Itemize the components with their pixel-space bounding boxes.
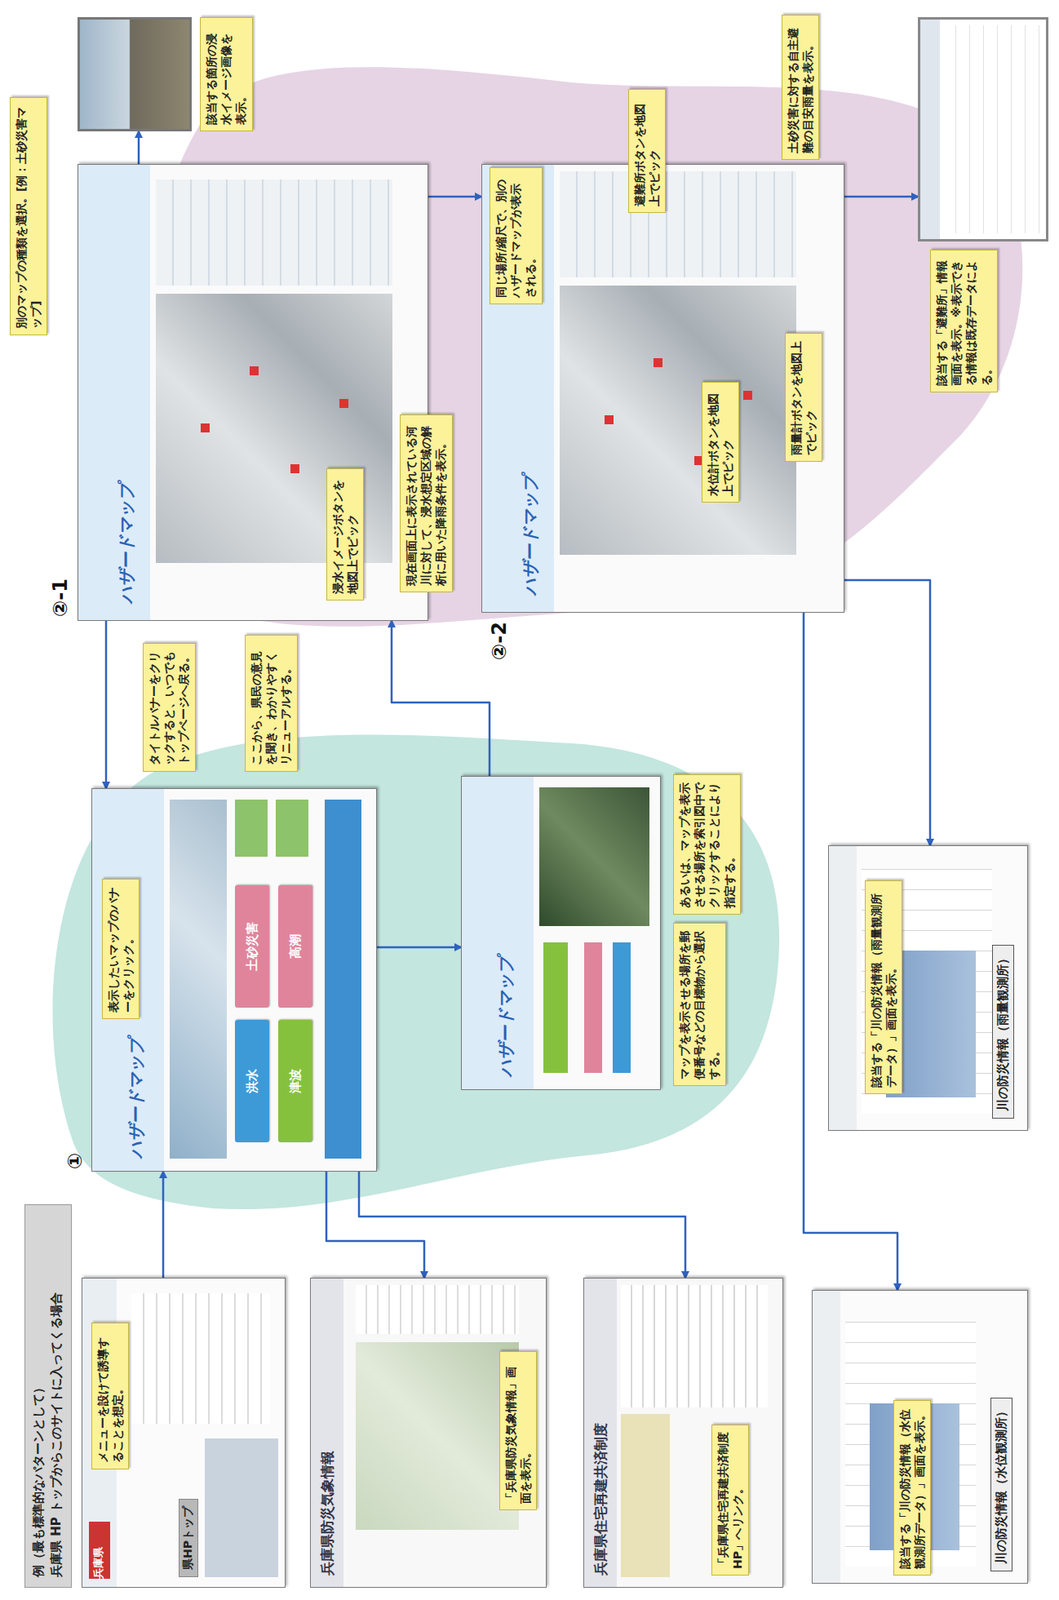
callout-box: 浸水イメージボタンを地図上でピック [326, 468, 364, 601]
callout-box: 「兵庫県住宅再建共済制度HP」へリンク。 [711, 1424, 749, 1576]
connector-arrow [137, 131, 141, 164]
screen-map: ハザードマップ [77, 163, 429, 621]
teal-blob [52, 735, 780, 1210]
node-text: ハザードマップ [115, 483, 138, 604]
node-text: 該当する「川の防災情報（雨量観測所データ）」画面を表示。 [868, 886, 899, 1088]
node-text: 川の防災情報（雨量観測所） [992, 944, 1015, 1119]
node-text: ハザードマップ [124, 1038, 148, 1159]
connector-arrow [391, 620, 490, 776]
node-text: 水位計ボタンを地図上でピック [705, 388, 736, 497]
map-banner: 津波 [278, 1019, 313, 1143]
node-text: ここから、県民の意見を聞き、わかりやすくリニューアルする。 [248, 641, 294, 766]
callout-box: 表示したいマップのバナーをクリック。 [101, 878, 140, 1020]
node-text: 土砂災害 [244, 921, 261, 971]
connector-arrow [428, 195, 482, 199]
node-text: 洪水 [244, 1068, 261, 1094]
node-text: 土砂災害に対する自主避難の目安雨量を表示。 [785, 21, 816, 154]
node-text: 該当する箇所の浸水イメージ画像を表示。 [199, 17, 253, 132]
callout-box: 土砂災害に対する自主避難の目安雨量を表示。 [781, 14, 820, 160]
node-text: 該当する「川の防災情報（水位観測所データ）」画面を表示。 [897, 1406, 927, 1569]
node-text: 川の防災情報（水位観測所） [990, 1397, 1013, 1572]
node-text: 兵庫県 HP トップからこのサイトに入ってくる場合 [48, 1214, 67, 1578]
node-text: 「兵庫県住宅再建共済制度HP」へリンク。 [715, 1431, 745, 1569]
connector-arrow [162, 1171, 165, 1278]
callout-box: 避難所ボタンを地図上でピック [628, 88, 666, 213]
callout-box: 別のマップの種類を選択。[例：土砂災害マップ] [9, 97, 48, 336]
connector-arrow [358, 1171, 686, 1278]
map-banner: 土砂災害 [234, 885, 270, 1008]
node-text: 例（最も標準的なパターンとして） [30, 1214, 49, 1578]
callout-box: 該当する「川の防災情報（雨量観測所データ）」画面を表示。 [864, 880, 903, 1095]
node-text: ハザードマップ [518, 475, 542, 596]
callout-box: メニューを設けて誘導することを想定。 [91, 1322, 129, 1470]
callout-box: マップを表示させる場所を郵便番号などの目標物から選択する。 [673, 922, 727, 1086]
node-text: 同じ場所/縮尺で、別のハザードマップが表示される。 [493, 173, 539, 298]
node-text: メニューを設けて誘導することを想定。 [95, 1329, 125, 1463]
screenshot: 兵庫県住宅再建共済制度 [583, 1277, 784, 1588]
callout-box: 現在画面上に表示されている河川に対して、浸水想定区域の解析に用いた降雨条件を表示… [399, 414, 453, 593]
callout-box: 同じ場所/縮尺で、別のハザードマップが表示される。 [489, 167, 543, 305]
node-text: 雨量計ボタンを地図上でピック [788, 339, 819, 456]
node-text: ハザードマップ [494, 957, 518, 1077]
callout-box: 雨量計ボタンを地図上でピック [784, 332, 823, 462]
node-text: タイトルバナーをクリックすると、いつでもトップページへ戻る。 [146, 649, 192, 766]
node-text: 該当する「避難所」情報画面を表示。※表示できる情報は既存データによる。 [930, 249, 998, 393]
node-text: 津波 [288, 1068, 304, 1094]
callout-number: ① [63, 1152, 87, 1170]
callout-box: 該当する「川の防災情報（水位観測所データ）」画面を表示。 [893, 1400, 931, 1576]
node-text: マップを表示させる場所を郵便番号などの目標物から選択する。 [677, 929, 723, 1080]
node-text: 避難所ボタンを地図上でピック [632, 95, 662, 207]
connector-arrow [376, 946, 461, 949]
connector-arrow [105, 620, 108, 789]
callout-box: あるいは、マップを表示させる場所を索引図中でクリックすることにより指定する。 [673, 774, 741, 915]
node-text: 「兵庫県防災気象情報」画面を表示。 [503, 1357, 533, 1504]
node-text: 現在画面上に表示されている河川に対して、浸水想定区域の解析に用いた降雨条件を表示… [403, 420, 449, 586]
node-text: あるいは、マップを表示させる場所を索引図中でクリックすることにより指定する。 [677, 780, 737, 909]
node-text: 別のマップの種類を選択。[例：土砂災害マップ] [13, 103, 44, 329]
callout-number: ②-1 [48, 578, 72, 617]
connector-arrow [844, 195, 918, 199]
node-text: 兵庫県住宅再建共済制度 [591, 1422, 611, 1576]
screenshot: 該当する「避難所」情報画面を表示。※表示できる情報は既存データによる。 [917, 17, 1049, 393]
connector-arrow [844, 580, 931, 846]
image-thumbnail: 該当する箇所の浸水イメージ画像を表示。 [77, 17, 253, 132]
callout-box: 「兵庫県防災気象情報」画面を表示。 [499, 1351, 537, 1511]
callout-box: タイトルバナーをクリックすると、いつでもトップページへ戻る。 [142, 642, 196, 772]
screenshot: 川の防災情報（雨量観測所） [828, 845, 1028, 1131]
node-text: 浸水イメージボタンを地図上でピック [330, 474, 360, 594]
connector-arrow [326, 1171, 425, 1278]
node-text: 高潮 [288, 934, 304, 959]
screen-select: ハザードマップ [460, 775, 661, 1091]
map-banner: 高潮 [278, 885, 313, 1008]
callout-number: ②-2 [487, 621, 511, 661]
map-banner: 洪水 [234, 1019, 270, 1143]
node-text: 兵庫県防災気象情報 [318, 1450, 337, 1576]
node-text: 表示したいマップのバナーをクリック。 [106, 885, 136, 1013]
title-box: 例（最も標準的なパターンとして）兵庫県 HP トップからこのサイトに入ってくる場… [24, 1204, 72, 1588]
node-text: 県HPトップ [178, 1498, 199, 1578]
callout-box: 水位計ボタンを地図上でピック [701, 381, 740, 503]
callout-box: ここから、県民の意見を聞き、わかりやすくリニューアルする。 [244, 634, 298, 772]
logo-text: 兵庫県 [91, 1546, 107, 1579]
